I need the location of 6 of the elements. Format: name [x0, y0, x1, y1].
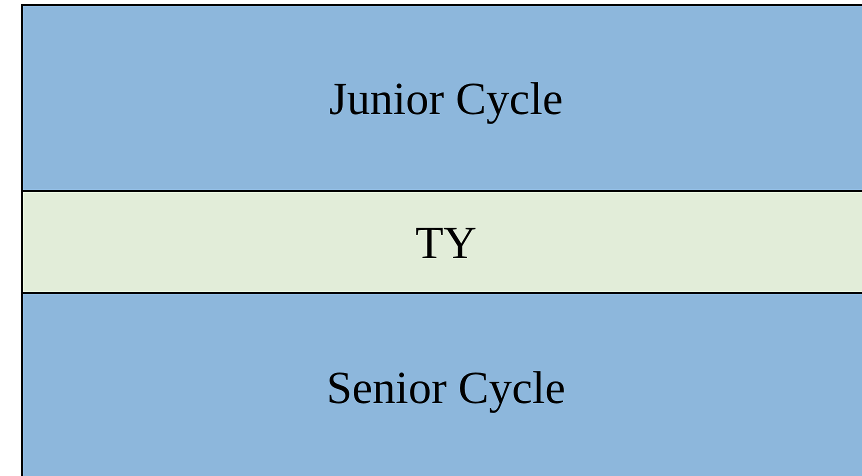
band-label: TY: [415, 216, 477, 268]
band-box: [21, 190, 862, 294]
band-box: [21, 292, 862, 476]
band-box: [21, 4, 862, 192]
band-label: Junior Cycle: [329, 72, 563, 124]
band-label: Senior Cycle: [326, 360, 566, 414]
